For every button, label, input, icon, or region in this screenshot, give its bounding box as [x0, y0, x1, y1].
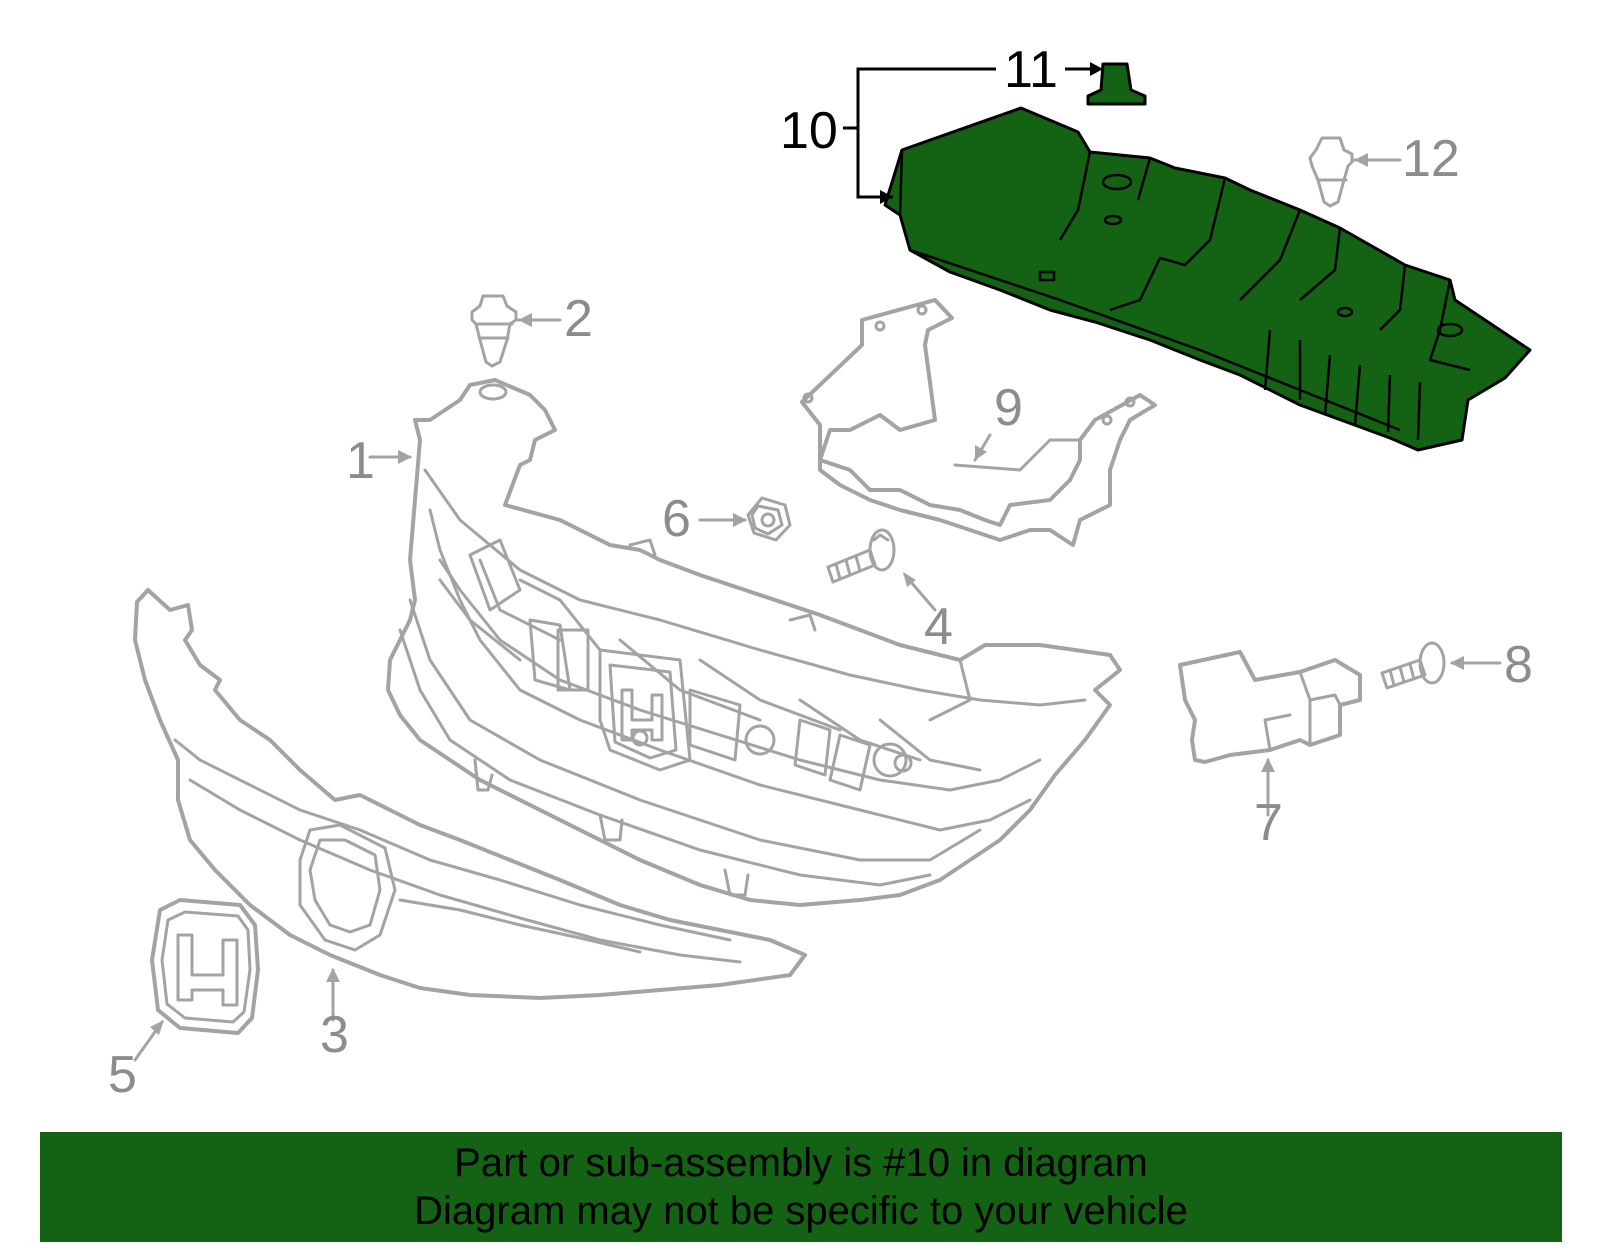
part-3-molding[interactable] [133, 588, 807, 1022]
part-2-clip[interactable] [470, 294, 562, 368]
part-4-bolt[interactable] [826, 528, 937, 612]
part-8-bolt[interactable] [1380, 641, 1502, 690]
part-6-nut[interactable] [698, 496, 792, 542]
callout-2: 2 [564, 290, 593, 348]
callout-11: 11 [1004, 41, 1058, 99]
callout-9: 9 [994, 379, 1023, 437]
callout-6: 6 [662, 490, 691, 548]
part-1-grille-assembly[interactable] [368, 378, 1122, 907]
part-5-emblem[interactable] [133, 898, 260, 1062]
banner-line-1: Part or sub-assembly is #10 in diagram [454, 1141, 1148, 1185]
callout-1: 1 [346, 432, 375, 490]
part-9-bracket[interactable] [800, 298, 1157, 547]
callout-5: 5 [108, 1046, 137, 1104]
callout-10-bracket [843, 62, 1103, 204]
part-7-bracket[interactable] [1178, 650, 1362, 817]
callout-8: 8 [1504, 636, 1533, 694]
callout-4: 4 [924, 598, 953, 656]
callout-3: 3 [320, 1006, 349, 1064]
info-banner: Part or sub-assembly is #10 in diagram D… [40, 1132, 1562, 1242]
callout-12: 12 [1402, 130, 1460, 188]
callout-7: 7 [1254, 794, 1283, 852]
callout-10: 10 [780, 102, 838, 160]
banner-background [40, 1132, 1562, 1242]
part-11-clip[interactable] [1086, 62, 1147, 106]
part-10-shroud[interactable] [883, 106, 1532, 452]
part-12-clip[interactable] [1308, 136, 1402, 208]
banner-line-2: Diagram may not be specific to your vehi… [414, 1189, 1188, 1233]
